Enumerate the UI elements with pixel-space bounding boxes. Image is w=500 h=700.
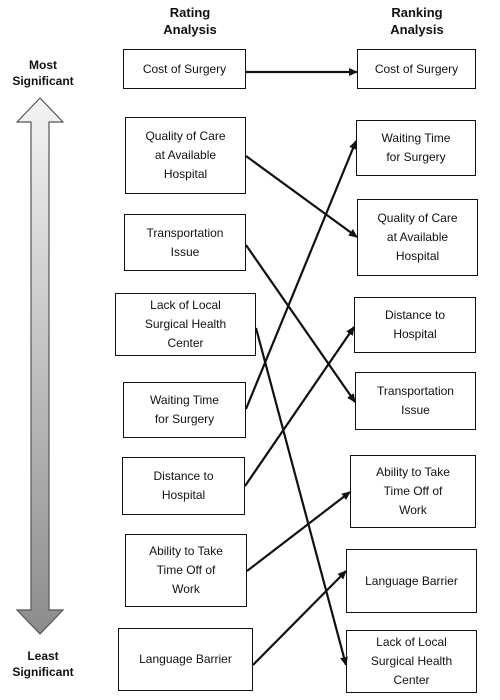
- rating-box-label: Transportation Issue: [146, 225, 224, 259]
- rating-box-label: Ability to Take Time Off of Work: [149, 544, 223, 596]
- rating-box-label: Quality of Care at Available Hospital: [145, 129, 226, 181]
- rating-box-label: Language Barrier: [139, 652, 232, 666]
- connector-arrow-5-to-3: [244, 326, 355, 487]
- ranking-box-label: Distance to Hospital: [384, 308, 446, 341]
- ranking-box-waiting-time: Waiting Time for Surgery: [356, 120, 476, 176]
- rating-box-label: Waiting Time for Surgery: [150, 393, 219, 426]
- scale-arrow-shape: [15, 97, 65, 635]
- rating-box-label: Cost of Surgery: [142, 61, 227, 76]
- connector-arrow-2-to-4: [245, 244, 356, 403]
- ranking-analysis-header: Ranking Analysis: [390, 5, 444, 37]
- ranking-box-cost-of-surgery: Cost of Surgery: [357, 49, 476, 89]
- connector-arrow-3-to-7: [254, 327, 348, 666]
- rating-box-ability-to-take-time-off: Ability to Take Time Off of Work: [125, 534, 247, 607]
- most-significant-label: Most Significant: [12, 58, 74, 88]
- ranking-box-distance-to-hospital: Distance to Hospital: [354, 297, 476, 353]
- ranking-box-lack-of-local-center: Lack of Local Surgical Health Center: [346, 630, 477, 693]
- connector-arrow-4-to-1: [244, 140, 358, 410]
- ranking-box-label: Quality of Care at Available Hospital: [377, 211, 458, 263]
- ranking-box-label: Lack of Local Surgical Health Center: [370, 635, 453, 687]
- connector-arrow-1-to-2: [245, 155, 358, 238]
- rating-box-language-barrier: Language Barrier: [118, 628, 253, 691]
- rating-box-distance-to-hospital: Distance to Hospital: [122, 457, 245, 515]
- ranking-box-language-barrier: Language Barrier: [346, 549, 477, 613]
- ranking-box-label: Cost of Surgery: [374, 61, 459, 76]
- rating-box-waiting-time: Waiting Time for Surgery: [123, 382, 246, 438]
- connector-arrow-7-to-6: [252, 570, 347, 666]
- rating-box-cost-of-surgery: Cost of Surgery: [123, 49, 246, 89]
- ranking-box-label: Language Barrier: [365, 573, 458, 588]
- rating-box-quality-of-care: Quality of Care at Available Hospital: [125, 117, 246, 194]
- rating-box-transportation-issue: Transportation Issue: [124, 214, 246, 271]
- ranking-box-quality-of-care: Quality of Care at Available Hospital: [357, 199, 478, 276]
- rating-box-lack-of-local-center: Lack of Local Surgical Health Center: [115, 293, 256, 356]
- ranking-box-label: Waiting Time for Surgery: [381, 131, 451, 164]
- rating-box-label: Lack of Local Surgical Health Center: [144, 298, 227, 350]
- ranking-box-label: Ability to Take Time Off of Work: [376, 465, 450, 517]
- rating-analysis-header: Rating Analysis: [163, 5, 217, 37]
- connector-arrow-6-to-5: [246, 491, 351, 572]
- ranking-box-ability-to-take-time-off: Ability to Take Time Off of Work: [350, 455, 476, 528]
- least-significant-label: Least Significant: [12, 649, 74, 679]
- ranking-box-label: Transportation Issue: [377, 384, 454, 417]
- rating-box-label: Distance to Hospital: [153, 469, 214, 502]
